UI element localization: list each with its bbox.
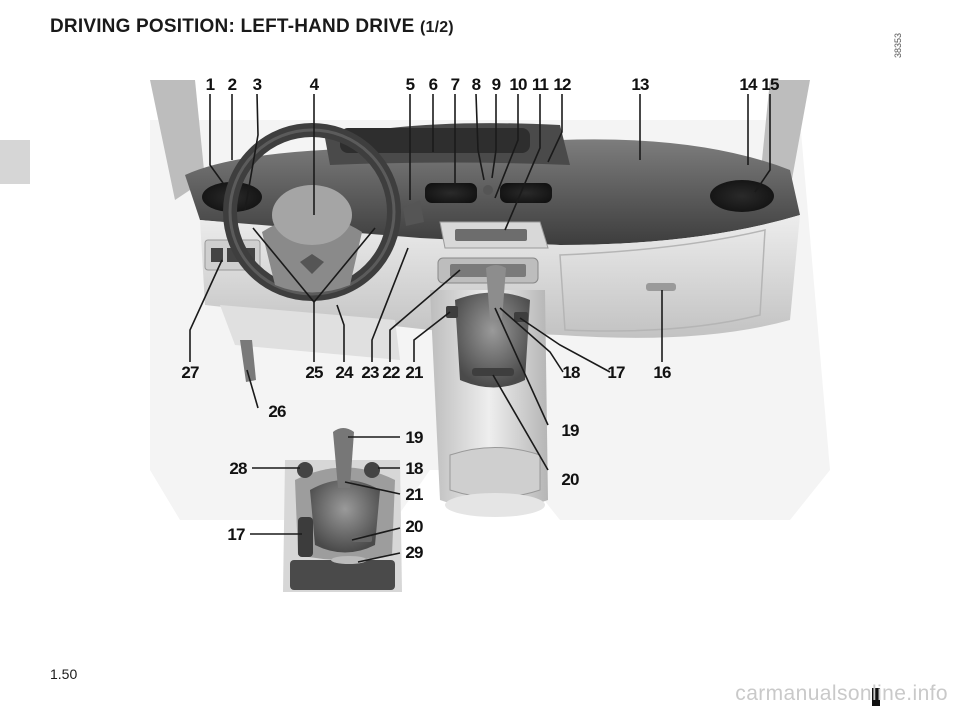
callout-20-inset: 20 [405,517,423,536]
inset-right-button [364,462,380,478]
callout-6: 6 [429,75,438,94]
title-part: (1/2) [419,19,454,36]
callout-18: 18 [562,363,580,382]
callout-2: 2 [228,75,237,94]
chapter-tab [0,140,30,184]
console-switch-right [514,312,528,322]
hazard-switch [483,185,493,195]
page-title: DRIVING POSITION: LEFT-HAND DRIVE (1/2) [50,16,454,38]
callout-13: 13 [631,75,649,94]
leader-lines [189,93,771,563]
inset-parking-brake [298,517,313,557]
callout-4: 4 [310,75,320,94]
callout-14: 14 [739,75,758,94]
callout-8: 8 [472,75,481,94]
callout-22: 22 [382,363,400,382]
radio-panel [455,229,527,241]
display-screen [340,128,530,153]
glovebox [559,229,766,332]
callout-23: 23 [361,363,379,382]
callout-17-inset: 17 [227,525,245,544]
callout-9: 9 [492,75,501,94]
gear-knob [486,265,506,320]
airbag-cover [272,185,352,245]
watermark: carmanualsonline.info [735,682,948,705]
glovebox-handle [646,283,676,291]
callout-7: 7 [451,75,460,94]
inset-left-button [297,462,313,478]
centre-vent-left [425,183,477,203]
callout-25: 25 [305,363,323,382]
right-pillar [760,80,810,190]
callout-27: 27 [181,363,199,382]
callout-numbers: 1 2 3 4 5 6 7 8 9 10 11 12 13 14 15 27 2… [181,75,779,562]
callout-20-console: 20 [561,470,579,489]
right-stalk [403,200,424,226]
callout-16: 16 [653,363,671,382]
callout-26: 26 [268,402,286,421]
inset-console-cover [290,560,395,590]
callout-11: 11 [532,75,549,94]
console-tray-slot [472,368,514,376]
right-vent [710,180,774,212]
callout-29-inset: 29 [405,543,423,562]
callout-21-inset: 21 [405,485,423,504]
callout-5: 5 [406,75,415,94]
callout-3: 3 [253,75,262,94]
callout-12: 12 [553,75,571,94]
page-number: 1.50 [50,666,78,682]
console-switch-left [446,306,458,318]
callout-17: 17 [607,363,625,382]
callout-1: 1 [206,75,215,94]
callout-10: 10 [509,75,527,94]
bonnet-release-lever [240,340,256,382]
callout-24: 24 [335,363,354,382]
callout-19-inset: 19 [405,428,423,447]
left-pillar [150,80,205,200]
inset-gear-knob [333,428,354,488]
callout-19-console: 19 [561,421,579,440]
callout-15: 15 [761,75,779,94]
title-text: DRIVING POSITION: LEFT-HAND DRIVE [50,16,415,37]
cup-holder [449,447,541,498]
callout-28-inset: 28 [229,459,247,478]
callout-21: 21 [405,363,423,382]
callout-18-inset: 18 [405,459,423,478]
corner-mark [872,688,880,706]
cabin-scene [150,80,830,520]
centre-vent-right [500,183,552,203]
gear-lever-boot [455,292,530,388]
